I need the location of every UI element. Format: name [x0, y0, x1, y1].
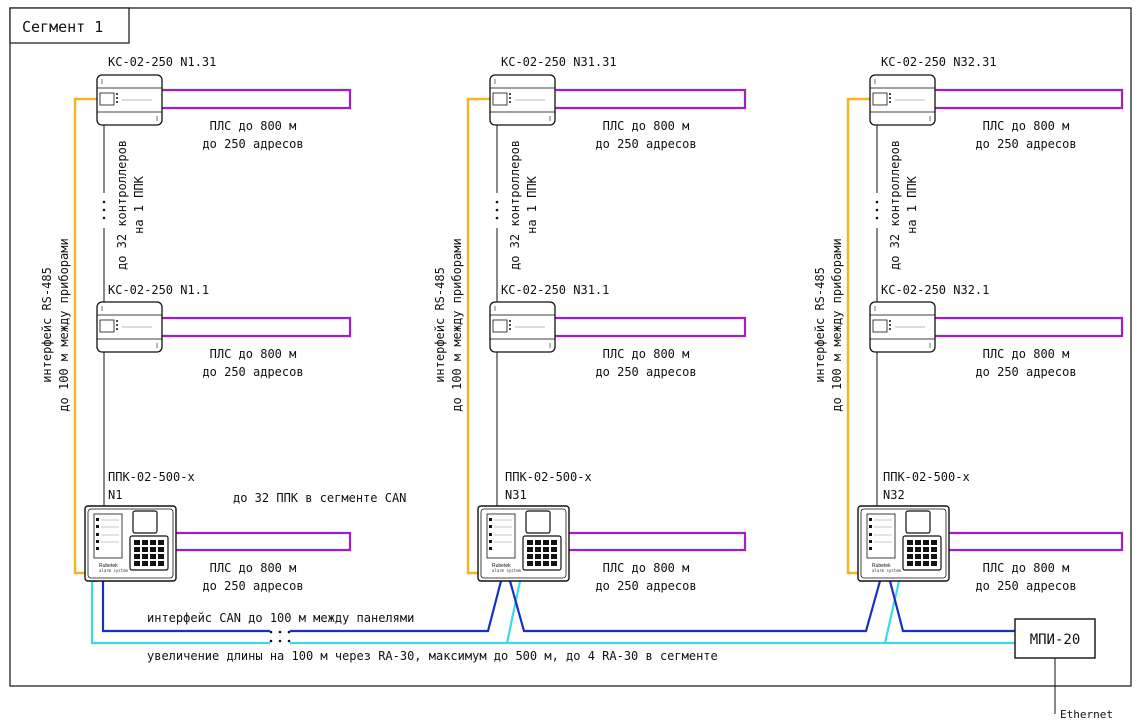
can-interface-label: интерфейс CAN до 100 м между панелями	[147, 611, 414, 625]
brand-label: Rubetek	[872, 563, 891, 569]
brand-sub-label: alarm system	[99, 568, 128, 573]
panel-device: Rubetek alarm system	[857, 505, 950, 582]
controller-count-line1: до 32 контроллеров	[115, 140, 129, 270]
segment-title-box	[9, 7, 130, 44]
panel-number-label: N32	[883, 488, 905, 502]
ra30-extension-label: увеличение длины на 100 м через RA-30, м…	[147, 649, 718, 663]
pls-label-line2: до 250 адресов	[975, 365, 1076, 379]
mpi-20-box	[1014, 618, 1096, 659]
rs485-label-line2: до 100 м между приборами	[57, 238, 71, 411]
rs485-label-line2: до 100 м между приборами	[450, 238, 464, 411]
pls-label-line1: ПЛС до 800 м	[210, 119, 297, 133]
pls-label-line2: до 250 адресов	[975, 579, 1076, 593]
ethernet-label: Ethernet	[1060, 708, 1113, 721]
rs485-label-line1: интерфейс RS-485	[433, 267, 447, 383]
panel-model-label: ППК-02-500-х	[108, 470, 195, 484]
rs485-lines	[73, 97, 870, 575]
can-ellipsis-dots	[269, 630, 291, 643]
panel-model-label: ППК-02-500-х	[505, 470, 592, 484]
controller-count-line2: на 1 ППК	[905, 175, 919, 234]
controller-count-line1: до 32 контроллеров	[508, 140, 522, 270]
brand-label: Rubetek	[492, 563, 511, 569]
pls-label-line1: ПЛС до 800 м	[983, 561, 1070, 575]
pls-label-line2: до 250 адресов	[202, 365, 303, 379]
pls-label-line1: ПЛС до 800 м	[210, 347, 297, 361]
rs485-label-line2: до 100 м между приборами	[830, 238, 844, 411]
controller-count-line1: до 32 контроллеров	[888, 140, 902, 270]
pls-label-line1: ПЛС до 800 м	[603, 347, 690, 361]
controller-device	[96, 301, 163, 353]
controller-count-line2: на 1 ППК	[132, 175, 146, 234]
chain-ellipsis-dots	[102, 200, 879, 220]
pls-label-line2: до 250 адресов	[595, 579, 696, 593]
segment-title: Сегмент 1	[22, 18, 103, 36]
panel-device: Rubetek alarm system	[477, 505, 570, 582]
pls-label-line2: до 250 адресов	[595, 137, 696, 151]
pls-label-line2: до 250 адресов	[202, 137, 303, 151]
controller-device	[869, 74, 936, 126]
panel-number-label: N31	[505, 488, 527, 502]
pls-label-line1: ПЛС до 800 м	[983, 119, 1070, 133]
pls-label-line1: ПЛС до 800 м	[603, 119, 690, 133]
pls-loops	[162, 88, 1124, 552]
controller-chain-lines	[103, 125, 878, 506]
can-line	[101, 580, 1015, 633]
rs485-label-line1: интерфейс RS-485	[813, 267, 827, 383]
brand-sub-label: alarm system	[872, 568, 901, 573]
can-segment-note: до 32 ППК в сегменте CAN	[233, 491, 406, 505]
pls-label-line1: ПЛС до 800 м	[983, 347, 1070, 361]
controller-device	[489, 74, 556, 126]
top-controller-label: КС-02-250 N1.31	[108, 55, 216, 69]
bottom-controller-label: КС-02-250 N32.1	[881, 283, 989, 297]
pls-label-line2: до 250 адресов	[975, 137, 1076, 151]
controller-device	[869, 301, 936, 353]
segment-frame	[9, 7, 1132, 687]
mpi-20-label: МПИ-20	[1030, 632, 1081, 648]
controller-count-line2: на 1 ППК	[525, 175, 539, 234]
pls-label-line2: до 250 адресов	[595, 365, 696, 379]
pls-label-line1: ПЛС до 800 м	[603, 561, 690, 575]
rs485-label-line1: интерфейс RS-485	[40, 267, 54, 383]
controller-device	[96, 74, 163, 126]
panel-model-label: ППК-02-500-х	[883, 470, 970, 484]
pls-label-line1: ПЛС до 800 м	[210, 561, 297, 575]
brand-sub-label: alarm system	[492, 568, 521, 573]
brand-label: Rubetek	[99, 563, 118, 569]
bottom-controller-label: КС-02-250 N31.1	[501, 283, 609, 297]
panel-device: Rubetek alarm system	[84, 505, 177, 582]
panel-number-label: N1	[108, 488, 122, 502]
bottom-controller-label: КС-02-250 N1.1	[108, 283, 209, 297]
controller-device	[489, 301, 556, 353]
top-controller-label: КС-02-250 N31.31	[501, 55, 617, 69]
rs485-line-2	[466, 97, 490, 575]
rs485-line-1	[73, 97, 97, 575]
top-controller-label: КС-02-250 N32.31	[881, 55, 997, 69]
pls-label-line2: до 250 адресов	[202, 579, 303, 593]
rs485-line-3	[846, 97, 870, 575]
